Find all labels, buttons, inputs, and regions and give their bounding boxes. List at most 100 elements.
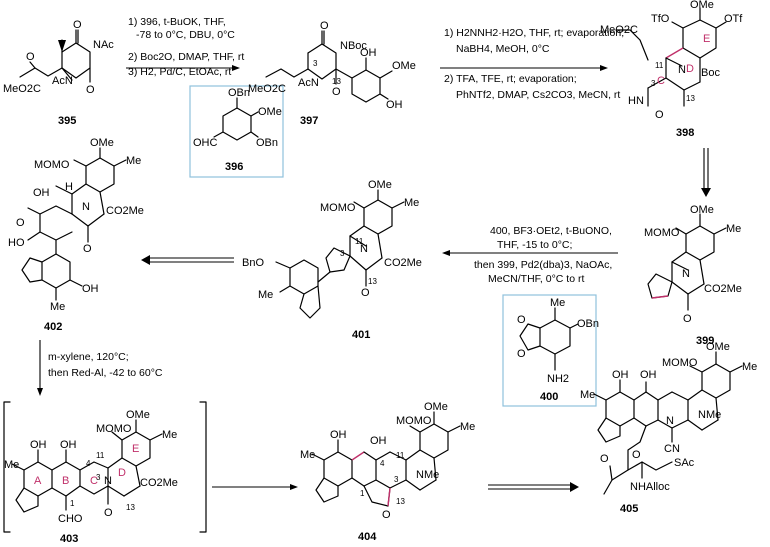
atom-momo: MOMO: [34, 159, 70, 171]
locant-13: 13: [332, 77, 341, 86]
locant-3: 3: [651, 79, 656, 88]
reaction-arrow-5: [141, 255, 234, 265]
atom-o: O: [517, 314, 526, 326]
atom-oh: OH: [82, 283, 99, 295]
reaction-arrow-1: [126, 65, 240, 71]
reaction-arrow-6: [37, 340, 43, 396]
atom-o: O: [632, 449, 641, 461]
structure-398: MeO2C TfO OMe OTf N Boc HN O 11 3 13 E C…: [600, 0, 743, 139]
atom-ome: OMe: [90, 137, 114, 149]
atom-o: O: [382, 509, 391, 521]
atom-h: H: [65, 181, 73, 193]
atom-acn: AcN: [298, 77, 319, 89]
condition-line: MeCN/THF, 0°C to rt: [488, 273, 584, 285]
atom-ho: HO: [8, 237, 25, 249]
atom-me: Me: [300, 449, 315, 461]
atom-n: N: [678, 64, 686, 76]
atom-o: O: [683, 313, 692, 325]
atom-boc: Boc: [701, 67, 720, 79]
atom-obn: OBn: [228, 87, 250, 99]
atom-me: Me: [580, 389, 595, 401]
atom-sac: SAc: [674, 457, 695, 469]
locant-11: 11: [96, 451, 105, 460]
structure-395: O NAc AcN O MeO2C O 395: [3, 19, 114, 127]
locant-13: 13: [368, 277, 377, 286]
atom-n: N: [104, 475, 112, 487]
atom-me: Me: [742, 361, 757, 373]
locant-11: 11: [355, 237, 364, 246]
atom-nme: NMe: [698, 409, 721, 421]
atom-o: O: [600, 453, 609, 465]
locant-3: 3: [394, 475, 399, 484]
ring-label-c: C: [657, 75, 665, 87]
structure-396: OBn OMe OBn OHC 396: [189, 85, 284, 178]
locant-3: 3: [96, 473, 101, 482]
ring-label-e: E: [132, 443, 139, 455]
locant-13: 13: [126, 503, 135, 512]
condition-line: 2) Boc2O, DMAP, THF, rt: [128, 51, 244, 63]
condition-line: -78 to 0°C, DBU, 0°C: [136, 29, 235, 41]
structure-402: OMe Me MOMO N CO2Me O OH HO OH Me O H 40…: [8, 137, 144, 333]
conditions-step-6: m-xylene, 120°C; then Red-Al, -42 to 60°…: [48, 351, 163, 379]
atom-o: O: [332, 86, 341, 98]
atom-n: N: [682, 268, 690, 280]
structure-404: OMe Me MOMO OH OH Me NMe O 4 11 3 1 13 4…: [300, 401, 475, 543]
atom-momo: MOMO: [96, 423, 132, 435]
atom-nh2: NH2: [547, 373, 569, 385]
atom-me: Me: [404, 197, 419, 209]
compound-label-399: 399: [696, 335, 714, 347]
locant-4: 4: [380, 459, 385, 468]
atom-oh: OH: [60, 439, 77, 451]
atom-meo2c: MeO2C: [3, 83, 41, 95]
atom-oh: OH: [386, 99, 403, 111]
ring-label-b: B: [62, 475, 69, 487]
atom-me: Me: [726, 223, 741, 235]
compound-label-395: 395: [58, 115, 76, 127]
atom-oh: OH: [640, 369, 657, 381]
atom-momo: MOMO: [396, 415, 432, 427]
atom-nboc: NBoc: [340, 40, 367, 52]
atom-meo2c: MeO2C: [600, 24, 638, 36]
atom-o: O: [517, 348, 526, 360]
atom-oh: OH: [330, 429, 347, 441]
locant-11: 11: [396, 451, 405, 460]
atom-me: Me: [126, 155, 141, 167]
ring-label-c: C: [90, 475, 98, 487]
structure-400: Me OBn NH2 O O 400: [502, 294, 599, 407]
atom-otf: OTf: [724, 13, 743, 25]
conditions-step-1: 1) 396, t-BuOK, THF, -78 to 0°C, DBU, 0°…: [128, 16, 244, 78]
atom-ome: OMe: [706, 341, 730, 353]
locant-3: 3: [340, 249, 345, 258]
conditions-step-4: 400, BF3·OEt2, t-BuONO, THF, -15 to 0°C;…: [474, 225, 612, 285]
condition-line: then 399, Pd2(dba)3, NaOAc,: [474, 259, 612, 271]
atom-n: N: [666, 415, 674, 427]
locant-3: 3: [313, 59, 318, 68]
atom-me: Me: [258, 289, 273, 301]
atom-nhalloc: NHAlloc: [630, 481, 670, 493]
reagent-box-396: [189, 85, 284, 178]
condition-line: NaBH4, MeOH, 0°C: [456, 43, 550, 55]
condition-line: m-xylene, 120°C;: [48, 351, 129, 363]
compound-label-404: 404: [358, 531, 377, 543]
atom-ohc: OHC: [193, 137, 218, 149]
compound-label-400: 400: [540, 391, 558, 403]
locant-1: 1: [360, 489, 365, 498]
reaction-arrow-7: [212, 484, 298, 490]
compound-label-405: 405: [620, 503, 638, 515]
atom-ome: OMe: [392, 60, 416, 72]
compound-label-397: 397: [300, 115, 318, 127]
reaction-arrow-3: [701, 148, 711, 197]
atom-obn: OBn: [577, 318, 599, 330]
atom-momo: MOMO: [320, 202, 356, 214]
atom-momo: MOMO: [644, 227, 680, 239]
atom-o: O: [104, 507, 113, 519]
condition-line: PhNTf2, DMAP, Cs2CO3, MeCN, rt: [456, 89, 620, 101]
atom-oh: OH: [30, 439, 47, 451]
atom-oh: OH: [33, 187, 50, 199]
atom-me: Me: [50, 301, 65, 313]
reaction-arrow-2: [440, 65, 608, 71]
atom-acn: AcN: [52, 75, 73, 87]
atom-me: Me: [550, 297, 565, 309]
atom-n: N: [360, 243, 368, 255]
atom-o: O: [655, 109, 664, 121]
